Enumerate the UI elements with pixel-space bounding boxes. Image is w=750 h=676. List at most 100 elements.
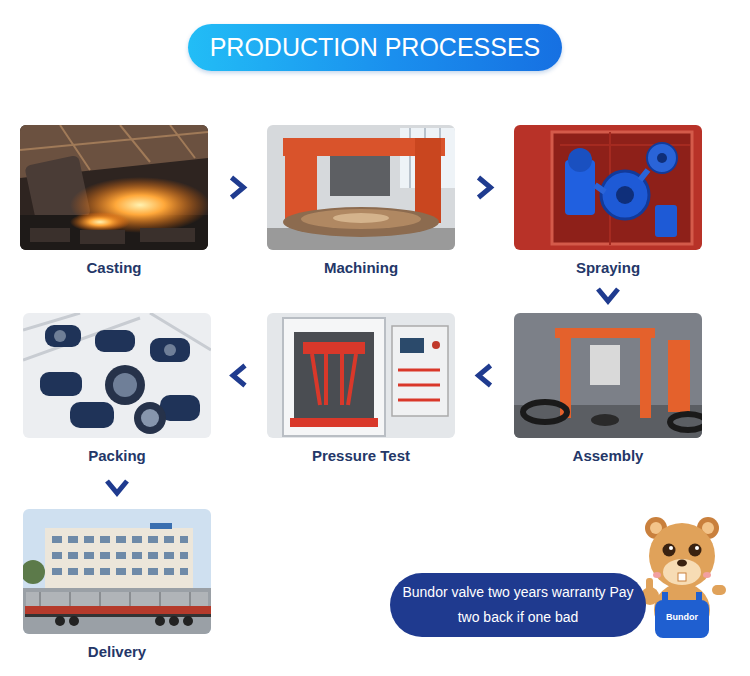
delivery-photo bbox=[183, 616, 193, 626]
flow-chevron bbox=[598, 289, 618, 301]
warranty-badge: Bundor valve two years warranty Pay two … bbox=[390, 573, 646, 637]
packing-photo bbox=[40, 325, 200, 428]
delivery-photo bbox=[69, 616, 79, 626]
beaver-mascot bbox=[678, 573, 686, 581]
process-step: Assembly bbox=[510, 313, 706, 465]
machining-photo bbox=[267, 125, 455, 250]
beaver-mascot bbox=[654, 583, 710, 637]
packing-photo bbox=[160, 395, 200, 421]
delivery-photo bbox=[55, 616, 65, 626]
delivery-photo bbox=[132, 536, 142, 543]
pressure-test-photo bbox=[294, 332, 374, 426]
pressure-test-photo bbox=[432, 341, 440, 349]
delivery-photo bbox=[23, 509, 211, 634]
delivery-photo bbox=[52, 568, 62, 575]
delivery-photo bbox=[155, 616, 165, 626]
casting-photo bbox=[70, 177, 208, 233]
process-step: Pressure Test bbox=[263, 313, 459, 465]
delivery-photo bbox=[148, 552, 158, 559]
delivery-photo bbox=[100, 536, 110, 543]
pressure-test-photo bbox=[267, 313, 455, 438]
process-step: Casting bbox=[16, 125, 212, 277]
flow-chevron bbox=[479, 178, 491, 198]
assembly-photo bbox=[514, 313, 702, 438]
packing-photo bbox=[70, 402, 114, 428]
delivery-photo bbox=[26, 592, 208, 606]
packing-photo bbox=[54, 330, 66, 342]
delivery-photo bbox=[25, 614, 211, 617]
casting-photo bbox=[30, 228, 70, 242]
photo-frame bbox=[19, 313, 215, 438]
assembly-photo bbox=[523, 402, 567, 422]
pressure-test-photo bbox=[283, 318, 385, 436]
spraying-photo bbox=[595, 170, 648, 192]
machining-photo bbox=[330, 156, 390, 196]
spraying-photo bbox=[514, 125, 702, 250]
packing-photo bbox=[40, 372, 82, 396]
spraying-photo bbox=[560, 132, 690, 245]
delivery-photo bbox=[150, 523, 172, 529]
beaver-mascot bbox=[689, 544, 702, 557]
delivery-photo bbox=[23, 509, 211, 634]
photo-frame bbox=[510, 313, 706, 438]
packing-photo bbox=[164, 344, 176, 356]
mascot-shirt-text: Bundor bbox=[655, 612, 709, 623]
delivery-photo bbox=[40, 592, 190, 606]
flow-chevron bbox=[479, 366, 491, 386]
delivery-photo bbox=[100, 568, 110, 575]
delivery-photo bbox=[23, 560, 45, 584]
beaver-mascot bbox=[663, 559, 701, 585]
spraying-photo bbox=[552, 132, 692, 244]
spraying-photo bbox=[657, 153, 667, 163]
packing-photo bbox=[113, 373, 137, 397]
delivery-photo bbox=[68, 568, 78, 575]
beaver-mascot bbox=[712, 585, 726, 595]
flow-chevron bbox=[232, 178, 244, 198]
delivery-photo bbox=[68, 536, 78, 543]
step-label: Delivery bbox=[19, 643, 215, 661]
packing-photo bbox=[134, 402, 166, 434]
machining-photo bbox=[301, 209, 421, 229]
beaver-mascot bbox=[655, 600, 709, 638]
delivery-photo bbox=[169, 616, 179, 626]
casting-photo bbox=[20, 125, 208, 250]
casting-photo bbox=[70, 212, 130, 232]
machining-photo bbox=[267, 125, 455, 250]
photo-frame bbox=[263, 125, 459, 250]
delivery-photo bbox=[84, 552, 94, 559]
beaver-mascot bbox=[649, 523, 715, 589]
delivery-photo bbox=[25, 606, 211, 614]
beaver-mascot bbox=[677, 560, 687, 567]
packing-photo bbox=[23, 313, 211, 438]
spraying-photo bbox=[647, 143, 677, 173]
packing-photo bbox=[45, 325, 81, 347]
step-label: Casting bbox=[16, 259, 212, 277]
photo-frame bbox=[16, 125, 212, 250]
delivery-photo bbox=[116, 552, 126, 559]
machining-photo bbox=[415, 138, 441, 223]
delivery-photo bbox=[68, 552, 78, 559]
photo-frame bbox=[263, 313, 459, 438]
beaver-mascot bbox=[696, 592, 702, 604]
packing-photo bbox=[141, 409, 159, 427]
delivery-photo bbox=[55, 616, 193, 626]
assembly-photo bbox=[668, 340, 690, 412]
delivery-photo bbox=[164, 552, 174, 559]
beaver-mascot bbox=[695, 546, 699, 550]
delivery-photo bbox=[164, 568, 174, 575]
title-text: PRODUCTION PROCESSES bbox=[210, 24, 541, 71]
pressure-test-photo bbox=[312, 354, 356, 405]
process-step: Machining bbox=[263, 125, 459, 277]
packing-photo bbox=[150, 338, 190, 362]
packing-photo bbox=[23, 313, 211, 438]
delivery-photo bbox=[116, 536, 126, 543]
pressure-test-photo bbox=[400, 338, 424, 353]
packing-photo bbox=[105, 365, 145, 405]
pressure-test-photo bbox=[303, 342, 365, 354]
flow-chevron bbox=[233, 366, 245, 386]
spraying-photo bbox=[514, 125, 702, 250]
delivery-photo bbox=[52, 552, 62, 559]
